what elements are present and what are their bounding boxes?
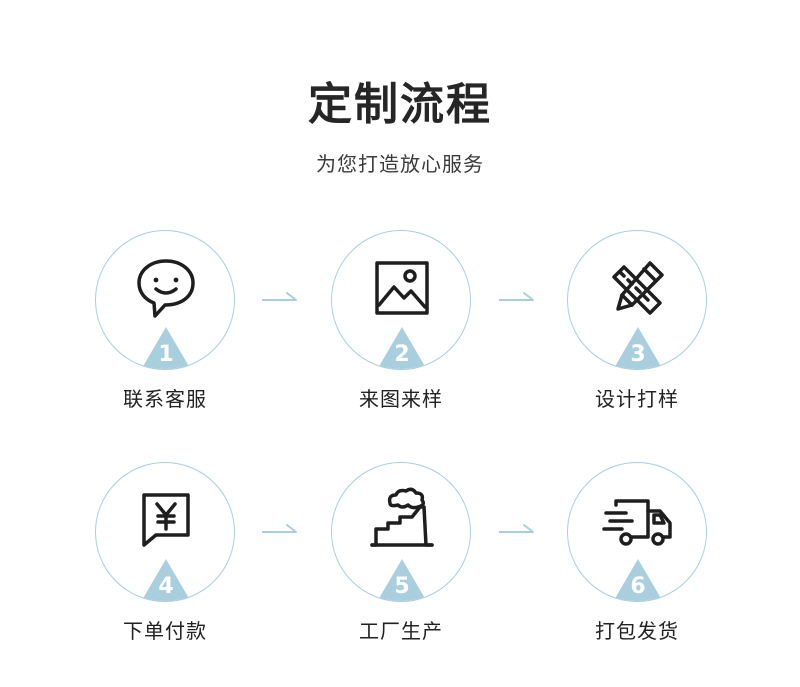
step-circle: 3	[567, 230, 707, 370]
step-circle: 5	[331, 462, 471, 602]
step-contact-service: 1 联系客服	[95, 230, 235, 430]
step-number: 4	[158, 574, 174, 599]
step-label: 下单付款	[123, 619, 207, 643]
step-number: 2	[394, 342, 410, 367]
yuan-payment-icon	[130, 485, 202, 557]
step-circle: 1	[95, 230, 235, 370]
arrow-right-icon	[499, 290, 535, 302]
step-number: 1	[158, 342, 174, 367]
step-factory-production: 5 工厂生产	[331, 462, 471, 662]
arrow-right-icon	[262, 290, 298, 302]
arrow-right-icon	[499, 522, 535, 534]
page-title: 定制流程	[308, 79, 492, 130]
step-pack-ship: 6 打包发货	[567, 462, 707, 662]
step-number: 5	[394, 574, 410, 599]
step-number: 6	[630, 574, 646, 599]
factory-icon	[366, 485, 438, 557]
step-label: 工厂生产	[359, 619, 443, 643]
step-order-payment: 4 下单付款	[95, 462, 235, 662]
step-label: 打包发货	[595, 619, 679, 643]
step-number: 3	[630, 342, 646, 367]
page-subtitle: 为您打造放心服务	[316, 152, 484, 176]
step-circle: 2	[331, 230, 471, 370]
delivery-truck-icon	[602, 485, 674, 557]
pencil-ruler-icon	[602, 253, 674, 325]
arrow-right-icon	[262, 522, 298, 534]
step-label: 设计打样	[595, 387, 679, 411]
step-circle: 6	[567, 462, 707, 602]
step-label: 来图来样	[359, 387, 443, 411]
step-send-sample: 2 来图来样	[331, 230, 471, 430]
step-circle: 4	[95, 462, 235, 602]
chat-smile-icon	[130, 253, 202, 325]
step-label: 联系客服	[123, 387, 207, 411]
image-icon	[366, 253, 438, 325]
step-design-proof: 3 设计打样	[567, 230, 707, 430]
